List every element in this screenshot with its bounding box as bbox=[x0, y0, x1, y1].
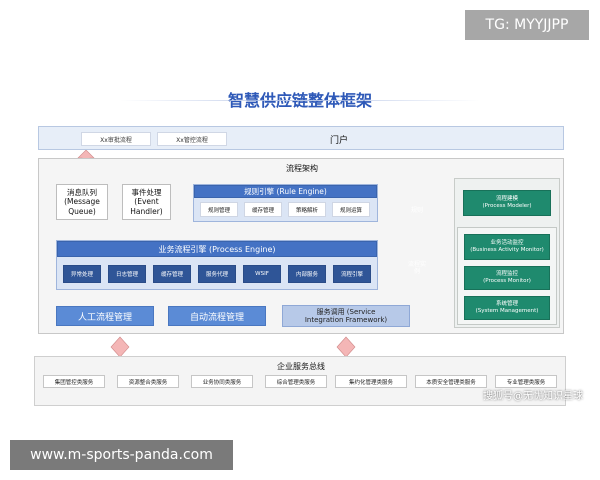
process-db-label: 流程实 例 bbox=[407, 261, 426, 275]
bus-service-item: 集团管控类服务 bbox=[43, 375, 105, 388]
process-engine-item: 缓存管理 bbox=[153, 265, 191, 283]
bus-link-arrow-right bbox=[336, 336, 356, 358]
framework-label: 流程架构 bbox=[286, 163, 318, 173]
process-engine-panel: 业务流程引擎 (Process Engine) 异常处理 日志管理 缓存管理 服… bbox=[56, 240, 378, 290]
process-engine-item: 日志管理 bbox=[108, 265, 146, 283]
title-underline bbox=[120, 100, 480, 101]
bus-service-item: 专业管理类服务 bbox=[495, 375, 557, 388]
monitor-group: 业务活动监控 (Business Activity Monitor) 流程监控 … bbox=[457, 227, 557, 325]
bus-service-item: 集约化管理类服务 bbox=[335, 375, 407, 388]
process-monitor-box: 流程监控 (Process Monitor) bbox=[464, 266, 550, 290]
service-integration-box: 服务调用 (Service Integration Framework) bbox=[282, 305, 410, 327]
portal-label: 门户 bbox=[329, 135, 348, 146]
rule-engine-header: 规则引擎 (Rule Engine) bbox=[194, 185, 377, 198]
event-handler-box: 事件处理 (Event Handler) bbox=[122, 184, 171, 220]
bus-service-item: 综合管理类服务 bbox=[265, 375, 327, 388]
process-engine-header: 业务流程引擎 (Process Engine) bbox=[57, 241, 377, 257]
rule-engine-panel: 规则引擎 (Rule Engine) 规则管理 缓存管理 策略解析 规则运算 bbox=[193, 184, 378, 222]
portal-item: Xx管控流程 bbox=[157, 132, 227, 146]
monitor-panel: 流程建模 (Process Modeler) 业务活动监控 (Business … bbox=[454, 178, 560, 328]
portal-item: Xx审批流程 bbox=[81, 132, 151, 146]
rule-engine-item: 规则运算 bbox=[332, 202, 370, 217]
diagram-title: 智慧供应链整体框架 bbox=[227, 91, 372, 110]
rule-engine-item: 策略解析 bbox=[288, 202, 326, 217]
system-management-box: 系统管理 (System Management) bbox=[464, 296, 550, 320]
bus-label: 企业服务总线 bbox=[277, 361, 325, 371]
portal-layer: Xx审批流程 Xx管控流程 门户 bbox=[38, 126, 564, 150]
source-watermark: 搜狐号@无忧知识星球 bbox=[483, 390, 583, 402]
rule-engine-item: 规则管理 bbox=[200, 202, 238, 217]
message-queue-box: 消息队列 (Message Queue) bbox=[56, 184, 108, 220]
enterprise-service-bus: 企业服务总线 集团管控类服务 资源整合类服务 业务协同类服务 综合管理类服务 集… bbox=[34, 356, 566, 406]
process-engine-item: 异常处理 bbox=[63, 265, 101, 283]
manual-flow-box: 人工流程管理 bbox=[56, 306, 154, 326]
rule-engine-item: 缓存管理 bbox=[244, 202, 282, 217]
business-activity-monitor-box: 业务活动监控 (Business Activity Monitor) bbox=[464, 234, 550, 260]
bus-service-item: 业务协同类服务 bbox=[191, 375, 253, 388]
bus-service-item: 本质安全管理类服务 bbox=[415, 375, 487, 388]
process-engine-item: 内部服务 bbox=[288, 265, 326, 283]
bus-link-arrow-left bbox=[110, 336, 130, 358]
auto-flow-box: 自动流程管理 bbox=[168, 306, 266, 326]
process-engine-item: 流程引擎 bbox=[333, 265, 371, 283]
process-engine-item: 服务代理 bbox=[198, 265, 236, 283]
bottom-url-tag: www.m-sports-panda.com bbox=[10, 440, 233, 470]
process-engine-item: WSIF bbox=[243, 265, 281, 283]
bus-service-item: 资源整合类服务 bbox=[117, 375, 179, 388]
process-modeler-box: 流程建模 (Process Modeler) bbox=[463, 190, 551, 216]
top-watermark-tag: TG: MYYJJPP bbox=[465, 10, 589, 40]
rule-db-label: 规则 bbox=[410, 206, 423, 214]
